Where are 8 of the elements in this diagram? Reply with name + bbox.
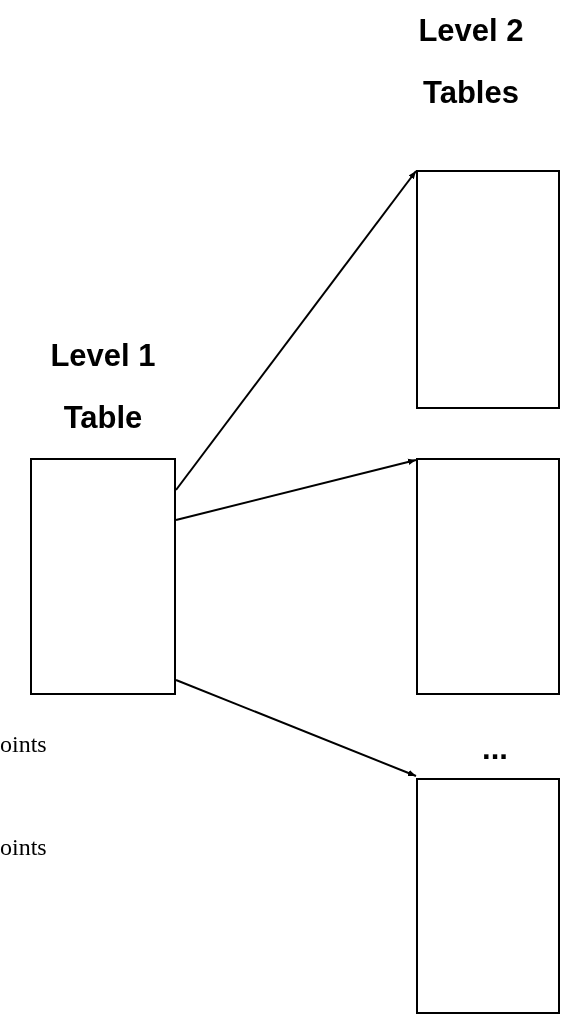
body-text: oints bbox=[0, 833, 47, 862]
arrow bbox=[175, 458, 417, 521]
table-heading: Level 1 Table bbox=[49, 337, 157, 437]
group-heading: Level 2 Tables bbox=[417, 12, 525, 112]
arrow bbox=[175, 679, 417, 777]
arrow bbox=[175, 170, 417, 491]
body-text: oints bbox=[0, 730, 47, 759]
ellipsis-text: ... bbox=[481, 730, 509, 768]
